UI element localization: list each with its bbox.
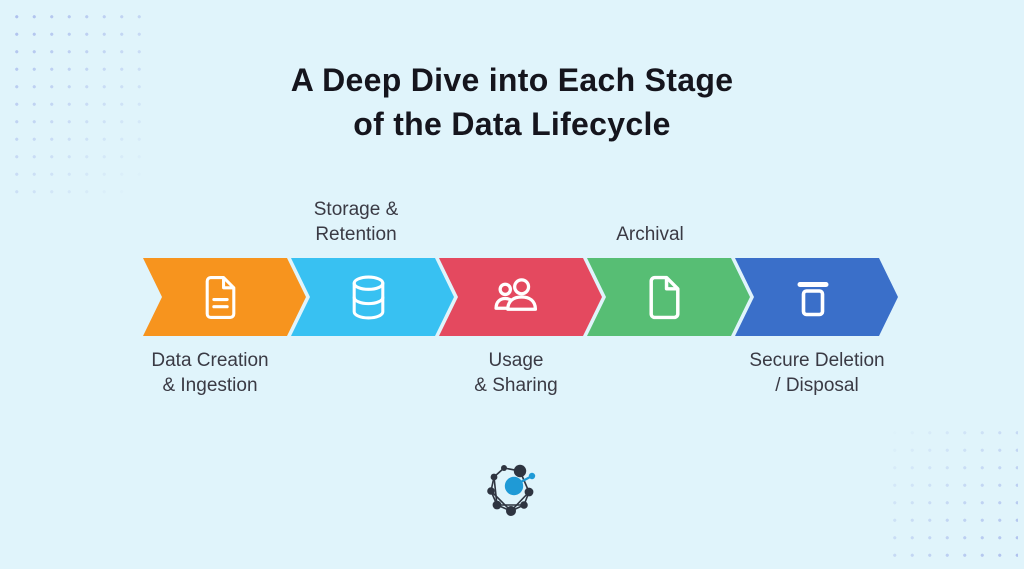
stage-label-line: Secure Deletion — [749, 350, 885, 371]
dot-pattern-bottom-right-icon — [886, 424, 1018, 569]
stage-label-line: Usage — [488, 350, 544, 371]
stage-label-line: / Disposal — [775, 375, 859, 396]
users-icon — [494, 277, 538, 311]
stage-chevron-usage-sharing — [439, 258, 602, 336]
dot-pattern-top-left-icon — [8, 8, 142, 196]
stage-chevron-storage-retention — [291, 258, 454, 336]
stage-chevron-secure-deletion — [735, 258, 898, 336]
document-lines-icon — [205, 275, 236, 319]
page-title-line2: of the Data Lifecycle — [353, 106, 671, 142]
stage-label-storage-retention: Storage & Retention — [292, 197, 420, 247]
stage-label-line: Archival — [616, 224, 684, 245]
file-icon — [649, 275, 680, 319]
network-graph-logo-icon — [487, 464, 536, 516]
stage-label-data-creation: Data Creation & Ingestion — [100, 348, 320, 398]
stage-label-secure-deletion: Secure Deletion / Disposal — [707, 348, 927, 398]
stage-chevron-archival — [587, 258, 750, 336]
stage-label-archival: Archival — [586, 222, 714, 247]
trash-icon — [797, 281, 828, 316]
stage-label-line: & Ingestion — [162, 375, 258, 396]
page-title-line1: A Deep Dive into Each Stage — [290, 62, 734, 98]
stage-label-line: Retention — [315, 224, 397, 245]
stage-label-line: Data Creation — [151, 350, 269, 371]
page-title: A Deep Dive into Each Stage of the Data … — [0, 58, 1024, 146]
stage-label-line: & Sharing — [474, 375, 558, 396]
database-icon — [352, 275, 385, 319]
stage-label-line: Storage & — [313, 199, 399, 220]
stage-chevron-data-creation — [143, 258, 306, 336]
stage-label-usage-sharing: Usage & Sharing — [406, 348, 626, 398]
